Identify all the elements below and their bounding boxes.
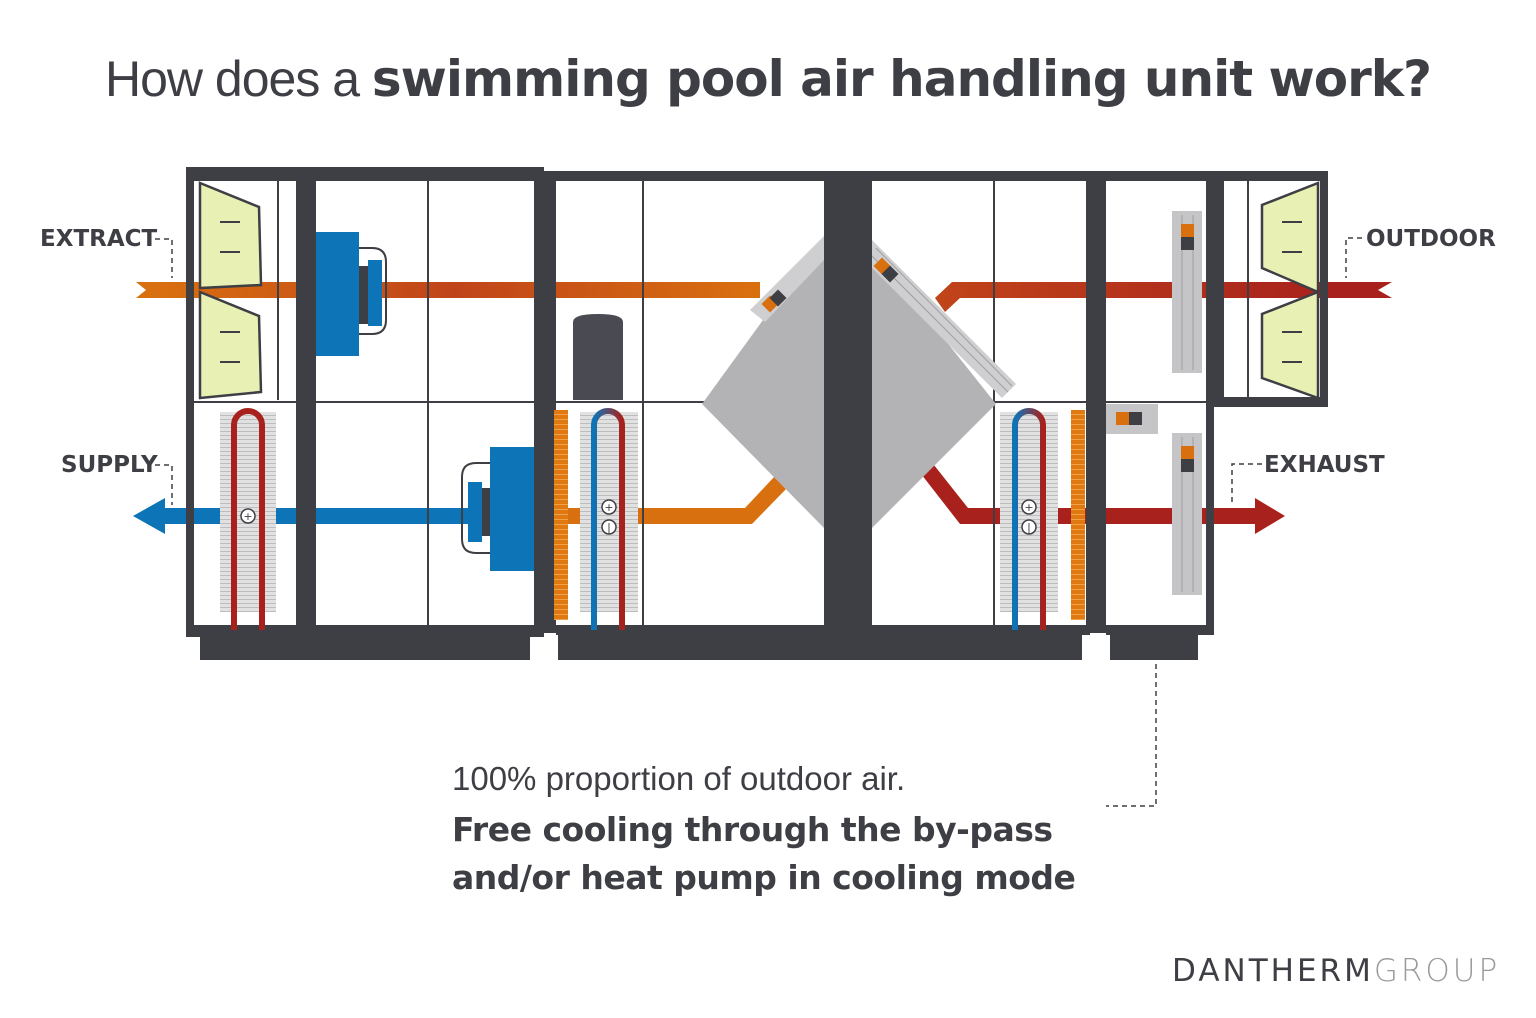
label-exhaust: EXHAUST <box>1264 452 1385 478</box>
brand-primary: DANTHERM <box>1172 953 1374 989</box>
leader-lines <box>155 237 1362 807</box>
supply-heating-coil: + <box>220 408 276 630</box>
exhaust-air-flow-top <box>935 282 1340 312</box>
label-outdoor: OUTDOOR <box>1366 226 1496 252</box>
callout-line1: 100% proportion of outdoor air. <box>452 760 906 797</box>
extract-filter <box>198 181 263 400</box>
brand-secondary: GROUP <box>1373 953 1501 989</box>
extract-fan <box>316 232 387 356</box>
exhaust-arrow-head <box>1255 498 1285 534</box>
recirculation-damper <box>1106 404 1158 434</box>
supply-fan <box>461 447 534 571</box>
label-extract: EXTRACT <box>40 226 158 252</box>
svg-text:+: + <box>243 510 252 523</box>
callout-line2: Free cooling through the by-pass <box>452 810 1053 849</box>
fresh-air-flow-lower <box>640 476 787 524</box>
page-title: How does a swimming pool air handling un… <box>0 50 1536 108</box>
title-light: How does a <box>104 51 372 107</box>
title-bold: swimming pool air handling unit work? <box>371 50 1432 108</box>
extract-arrow-tail <box>136 282 158 298</box>
mode-callout: 100% proportion of outdoor air. Free coo… <box>399 720 1101 934</box>
bypass-damper <box>1172 211 1202 373</box>
cross-flow-heat-exchanger <box>702 236 1016 528</box>
svg-text:|: | <box>607 521 611 534</box>
exhaust-damper <box>1172 433 1202 595</box>
outdoor-filter <box>1260 181 1320 400</box>
casing <box>186 167 1328 660</box>
condenser-coil: + | <box>554 408 638 630</box>
callout-line3: and/or heat pump in cooling mode <box>452 858 1076 897</box>
compressor <box>573 314 623 400</box>
label-supply: SUPPLY <box>61 452 158 478</box>
brand-logo: DANTHERMGROUP <box>1172 953 1500 989</box>
svg-text:+: + <box>604 501 613 514</box>
evaporator-coil: + | <box>1000 408 1085 630</box>
svg-text:+: + <box>1024 501 1033 514</box>
outdoor-arrow-tail <box>1320 282 1392 298</box>
supply-arrow-head <box>133 498 165 534</box>
svg-text:|: | <box>1027 521 1031 534</box>
